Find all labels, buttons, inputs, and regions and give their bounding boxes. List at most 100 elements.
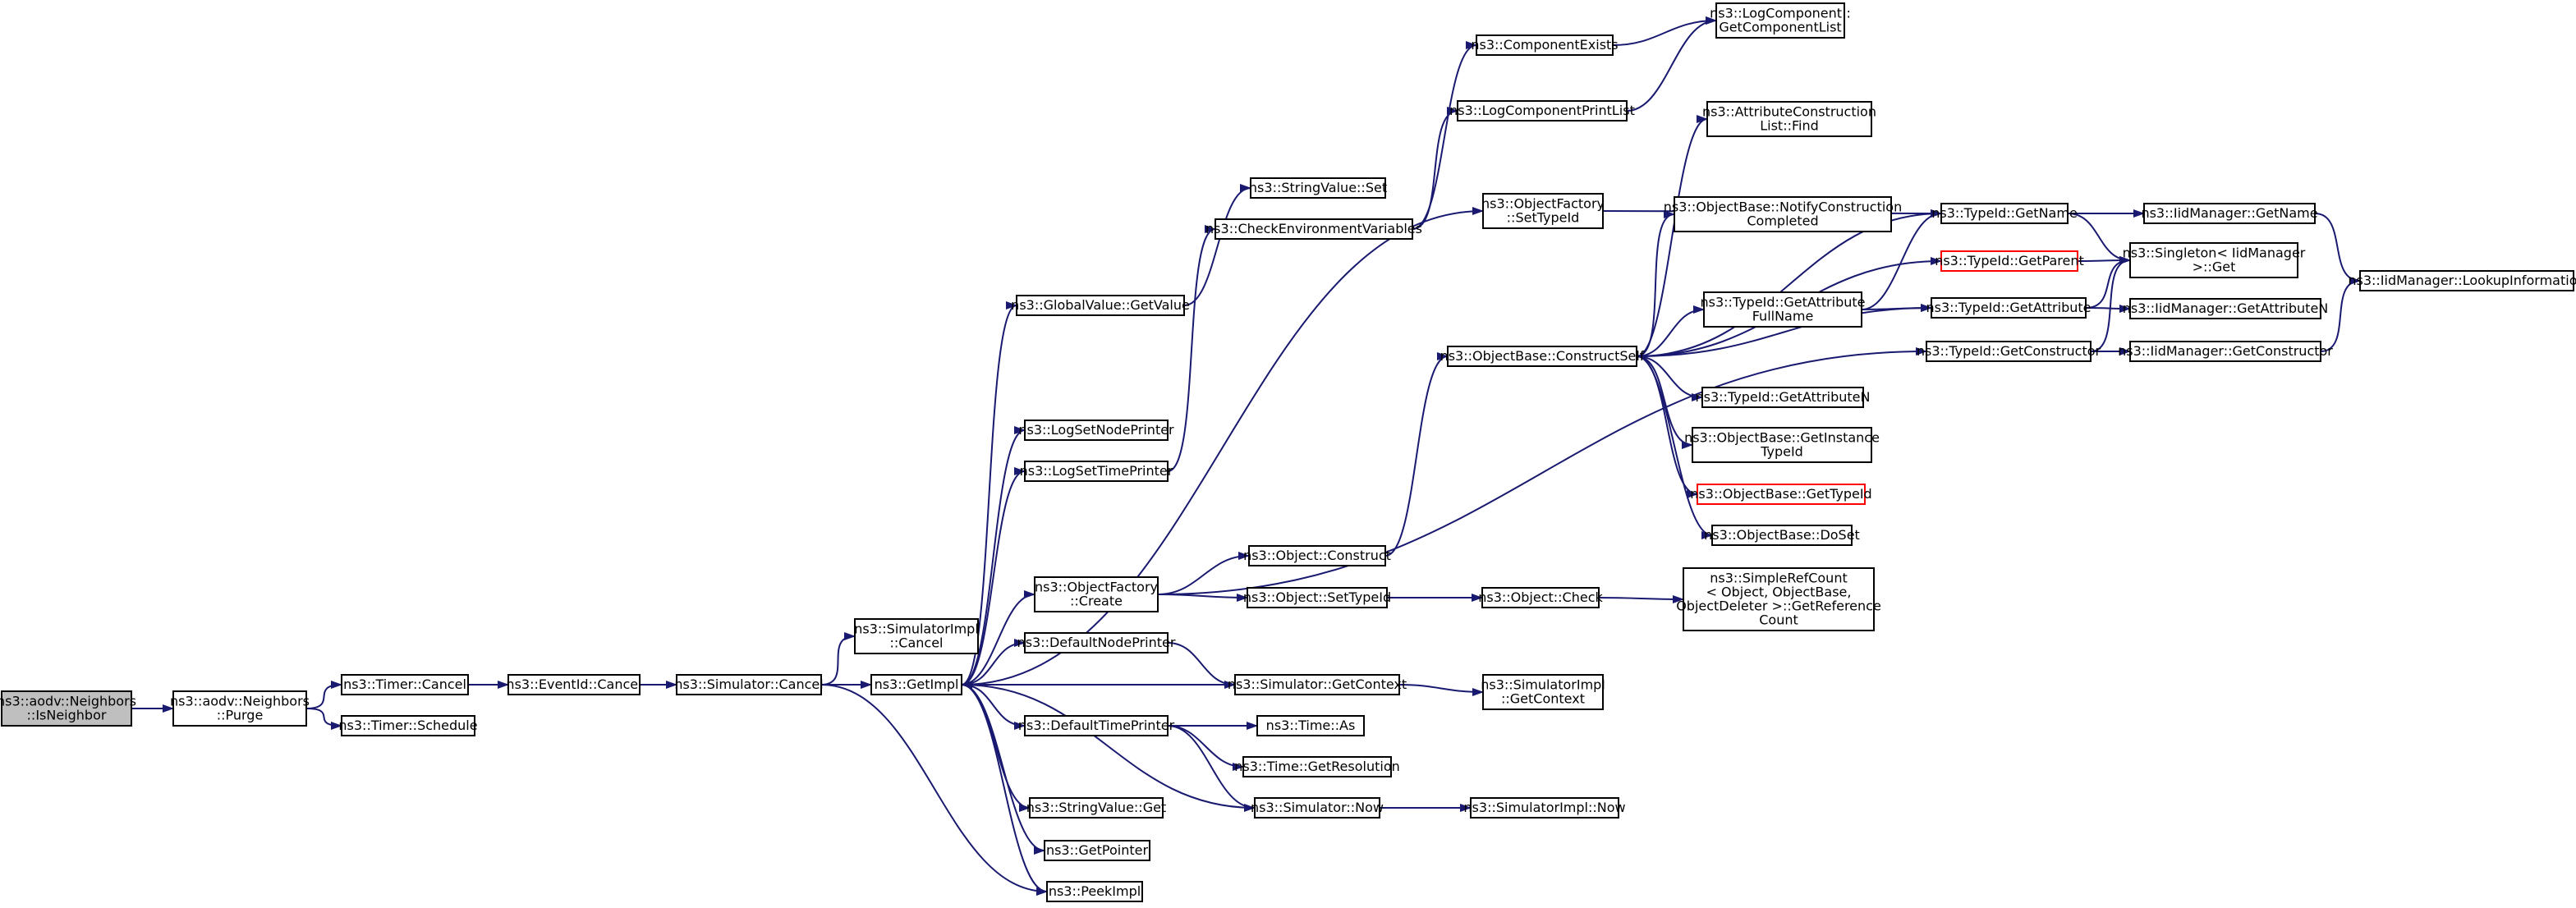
node-objfactory-settypeid[interactable]: ns3::ObjectFactory::SetTypeId bbox=[1481, 193, 1605, 229]
node-label: ns3::ObjectBase::ConstructSelf bbox=[1440, 348, 1645, 364]
node-globalvalue-getvalue[interactable]: ns3::GlobalValue::GetValue bbox=[1011, 295, 1190, 316]
edge-defaultnodeprinter-to-sim-getcontext bbox=[1167, 642, 1236, 689]
call-edge bbox=[1636, 355, 1703, 401]
node-simimpl-getcontext[interactable]: ns3::SimulatorImpl::GetContext bbox=[1481, 674, 1605, 710]
node-objbase-notify[interactable]: ns3::ObjectBase::NotifyConstructionCompl… bbox=[1664, 196, 1902, 232]
call-edge bbox=[1636, 304, 1932, 357]
node-getpointer[interactable]: ns3::GetPointer bbox=[1044, 840, 1150, 861]
node-typeid-getattribute[interactable]: ns3::TypeId::GetAttribute bbox=[1926, 297, 2092, 319]
node-isneighbor[interactable]: ns3::aodv::Neighbors::IsNeighbor bbox=[0, 690, 136, 727]
edge-checkenv-to-componentexists bbox=[1412, 41, 1477, 230]
edge-getimpl-to-defaulttimeprinter bbox=[961, 684, 1026, 730]
node-timer-schedule[interactable]: ns3::Timer::Schedule bbox=[338, 715, 478, 736]
node-purge[interactable]: ns3::aodv::Neighbors::Purge bbox=[170, 690, 310, 727]
node-object-check[interactable]: ns3::Object::Check bbox=[1478, 587, 1604, 608]
node-typeid-getattributen[interactable]: ns3::TypeId::GetAttributeN bbox=[1696, 387, 1871, 408]
node-label: ns3::Object::Construct bbox=[1243, 548, 1391, 563]
node-typeid-getname[interactable]: ns3::TypeId::GetName bbox=[1931, 203, 2078, 224]
node-box bbox=[341, 715, 475, 736]
node-objbase-constructself[interactable]: ns3::ObjectBase::ConstructSelf bbox=[1440, 346, 1645, 367]
node-box bbox=[1476, 34, 1614, 56]
call-edge bbox=[961, 684, 1045, 855]
edge-logcomponentprintlist-to-logcomponent-getlist bbox=[1626, 16, 1717, 112]
node-componentexists[interactable]: ns3::ComponentExists bbox=[1471, 34, 1619, 56]
edge-componentexists-to-logcomponent-getlist bbox=[1612, 16, 1717, 46]
node-label: ns3::SimulatorImpl bbox=[854, 621, 979, 637]
edge-getimpl-to-logsetnodeprinter bbox=[961, 426, 1026, 686]
node-simimpl-now[interactable]: ns3::SimulatorImpl::Now bbox=[1463, 797, 1626, 819]
node-box bbox=[1692, 427, 1872, 463]
node-box bbox=[870, 674, 962, 695]
call-edge bbox=[961, 207, 1484, 686]
node-label: ns3::ObjectFactory bbox=[1481, 196, 1605, 212]
node-objbase-gettypeid[interactable]: ns3::ObjectBase::GetTypeId bbox=[1690, 484, 1872, 505]
node-iidmgr-getname[interactable]: ns3::IidManager::GetName bbox=[2141, 203, 2318, 224]
edge-objfactory-create-to-object-construct bbox=[1157, 552, 1250, 595]
node-peekimpl[interactable]: ns3::PeekImpl bbox=[1046, 881, 1143, 902]
call-edge bbox=[1636, 210, 1675, 357]
node-label: ns3::IidManager::GetAttributeN bbox=[2123, 300, 2329, 316]
node-checkenv[interactable]: ns3::CheckEnvironmentVariables bbox=[1205, 218, 1422, 240]
node-logsettimeprinter[interactable]: ns3::LogSetTimePrinter bbox=[1020, 461, 1173, 482]
edge-objbase-constructself-to-typeid-getattribute bbox=[1636, 304, 1932, 357]
node-box bbox=[1940, 203, 2069, 224]
node-logcomponentprintlist[interactable]: ns3::LogComponentPrintList bbox=[1449, 100, 1635, 122]
node-label: FullName bbox=[1752, 309, 1814, 324]
node-object-settypeid[interactable]: ns3::Object::SetTypeId bbox=[1243, 587, 1391, 608]
node-label: ::Cancel bbox=[890, 635, 944, 651]
node-sim-getcontext[interactable]: ns3::Simulator::GetContext bbox=[1228, 674, 1407, 695]
node-sim-now[interactable]: ns3::Simulator::Now bbox=[1251, 797, 1384, 819]
node-label: ns3::DefaultTimePrinter bbox=[1018, 718, 1175, 733]
edge-globalvalue-getvalue-to-stringvalue-set bbox=[1183, 184, 1251, 306]
node-label: ns3::TypeId::GetAttributeN bbox=[1696, 389, 1871, 405]
node-box bbox=[1706, 101, 1872, 137]
call-edge bbox=[1167, 725, 1244, 771]
node-objbase-doset[interactable]: ns3::ObjectBase::DoSet bbox=[1704, 525, 1860, 546]
edge-defaulttimeprinter-to-sim-now bbox=[1167, 725, 1256, 812]
edge-objbase-constructself-to-typeid-getattributen bbox=[1636, 355, 1703, 401]
node-objfactory-create[interactable]: ns3::ObjectFactory::Create bbox=[1034, 576, 1159, 612]
node-typeid-getconstructor[interactable]: ns3::TypeId::GetConstructor bbox=[1917, 341, 2101, 362]
node-box bbox=[1250, 177, 1386, 199]
node-typeid-getparent[interactable]: ns3::TypeId::GetParent bbox=[1935, 250, 2084, 272]
node-label: ns3::aodv::Neighbors bbox=[0, 694, 136, 709]
node-box bbox=[1242, 756, 1392, 777]
node-iidmgr-getattributen[interactable]: ns3::IidManager::GetAttributeN bbox=[2123, 298, 2329, 319]
node-time-as[interactable]: ns3::Time::As bbox=[1256, 715, 1365, 736]
node-label: ::SetTypeId bbox=[1507, 210, 1580, 226]
node-defaultnodeprinter[interactable]: ns3::DefaultNodePrinter bbox=[1017, 632, 1176, 653]
node-box bbox=[1044, 840, 1150, 861]
node-logcomponent-getlist[interactable]: ns3::LogComponent::GetComponentList bbox=[1710, 2, 1851, 39]
node-getimpl[interactable]: ns3::GetImpl bbox=[870, 674, 962, 695]
node-box bbox=[1024, 420, 1169, 441]
node-label: ns3::SimpleRefCount bbox=[1710, 571, 1847, 586]
node-object-construct[interactable]: ns3::Object::Construct bbox=[1243, 545, 1391, 566]
node-box bbox=[1931, 297, 2087, 319]
node-iidmgr-getconstructor[interactable]: ns3::IidManager::GetConstructor bbox=[2118, 341, 2333, 362]
node-label: ns3::GlobalValue::GetValue bbox=[1011, 297, 1190, 313]
node-sim-cancel[interactable]: ns3::Simulator::Cancel bbox=[674, 674, 824, 695]
node-label: ns3::TypeId::GetAttribute bbox=[1926, 300, 2091, 315]
node-simplerefcount[interactable]: ns3::SimpleRefCount< Object, ObjectBase,… bbox=[1676, 567, 1881, 631]
call-edge bbox=[2320, 277, 2361, 352]
node-stringvalue-get[interactable]: ns3::StringValue::Get bbox=[1026, 797, 1166, 819]
node-simimpl-cancel[interactable]: ns3::SimulatorImpl::Cancel bbox=[854, 618, 979, 654]
node-eventid-cancel[interactable]: ns3::EventId::Cancel bbox=[506, 674, 642, 695]
edge-sim-cancel-to-peekimpl bbox=[820, 684, 1048, 896]
call-edge bbox=[1398, 684, 1484, 696]
edge-objbase-constructself-to-objbase-doset bbox=[1636, 355, 1713, 539]
call-edge bbox=[1861, 209, 1942, 310]
node-time-getresolution[interactable]: ns3::Time::GetResolution bbox=[1234, 756, 1400, 777]
node-timer-cancel[interactable]: ns3::Timer::Cancel bbox=[341, 674, 469, 695]
node-defaulttimeprinter[interactable]: ns3::DefaultTimePrinter bbox=[1018, 715, 1175, 736]
node-stringvalue-set[interactable]: ns3::StringValue::Set bbox=[1249, 177, 1387, 199]
node-iidmgr-lookup[interactable]: ns3::IidManager::LookupInformation bbox=[2348, 270, 2576, 291]
node-singleton-get[interactable]: ns3::Singleton< IidManager >::Get bbox=[2123, 242, 2306, 278]
edge-checkenv-to-logcomponentprintlist bbox=[1412, 107, 1458, 230]
node-logsetnodeprinter[interactable]: ns3::LogSetNodePrinter bbox=[1018, 420, 1174, 441]
call-edge bbox=[1636, 355, 1713, 539]
